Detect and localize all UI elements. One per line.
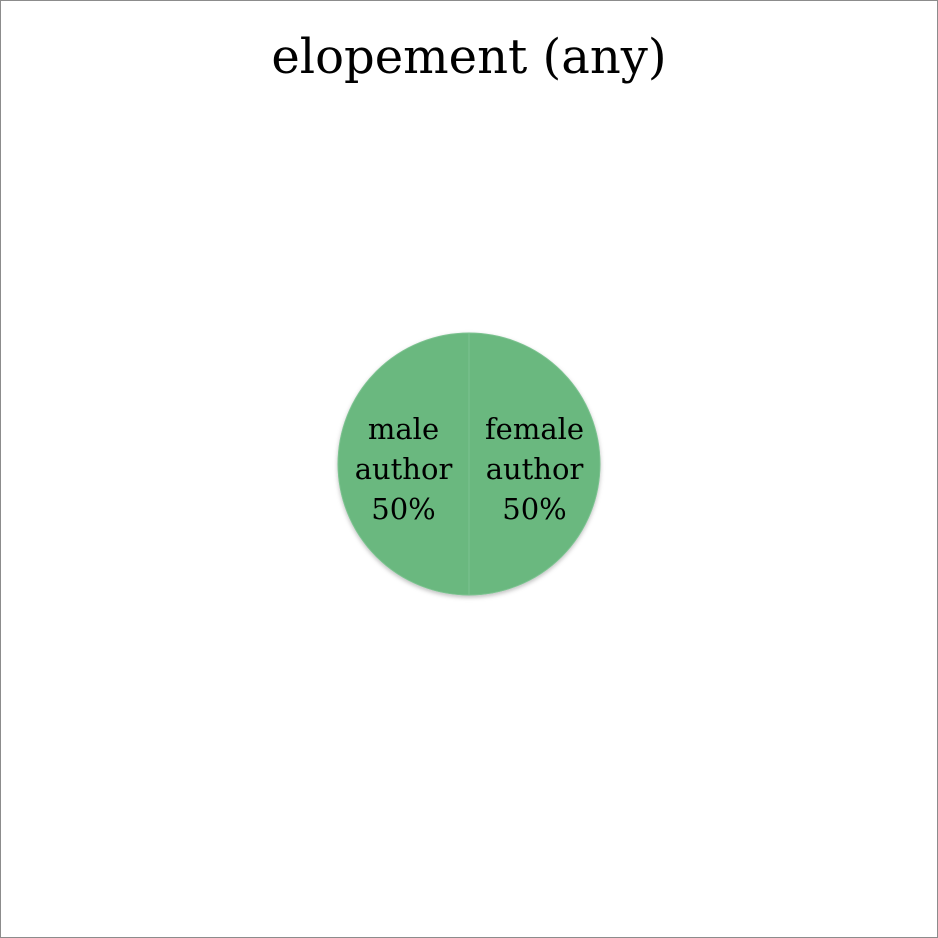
pie-slice-female-author [468,332,601,596]
chart-title: elopement (any) [271,29,667,85]
pie-slice-male-author [337,332,470,596]
